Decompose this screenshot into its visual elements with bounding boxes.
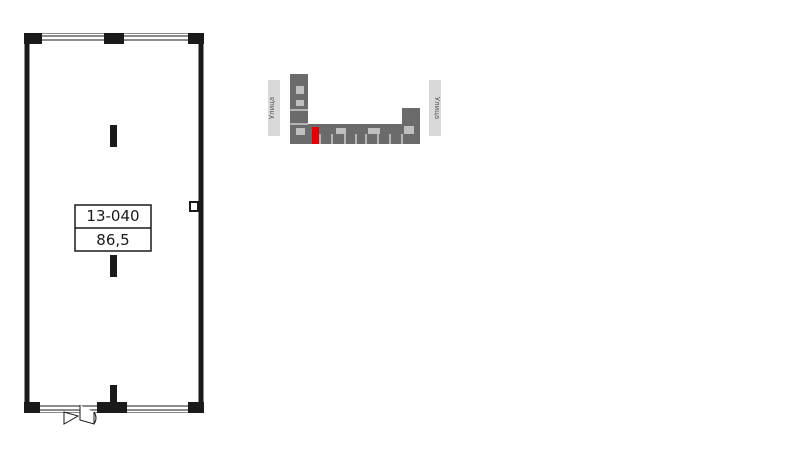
wall-pier-top-right xyxy=(188,33,204,44)
wall-pier-top-center xyxy=(104,33,124,44)
column-2 xyxy=(110,255,117,277)
vent-shaft xyxy=(189,201,199,212)
unit-number: 13-040 xyxy=(86,207,139,225)
window-top-left xyxy=(42,34,104,42)
wall-pier-top-left xyxy=(24,33,42,44)
site-key-plan: Улица Улица xyxy=(268,74,441,144)
street-left xyxy=(268,80,280,136)
column-3 xyxy=(110,385,117,407)
unit-label: 13-040 86,5 xyxy=(74,204,152,252)
street-label-right: Улица xyxy=(433,97,441,119)
wall-pier-bottom-center xyxy=(97,402,127,413)
window-top-right xyxy=(124,34,188,42)
street-right xyxy=(429,80,441,136)
unit-dividers xyxy=(290,109,403,144)
window-bottom-right xyxy=(127,404,188,412)
wall-pier-bottom-right xyxy=(188,402,204,413)
entrance-door xyxy=(63,405,97,425)
highlighted-unit xyxy=(312,127,319,144)
unit-area: 86,5 xyxy=(96,231,129,249)
wall-pier-bottom-left xyxy=(24,402,40,413)
column-1 xyxy=(110,125,117,147)
building-details xyxy=(296,86,414,135)
building-block xyxy=(290,74,420,144)
unit-floor-plan: 13-040 86,5 xyxy=(24,33,204,425)
street-label-left: Улица xyxy=(268,97,276,119)
